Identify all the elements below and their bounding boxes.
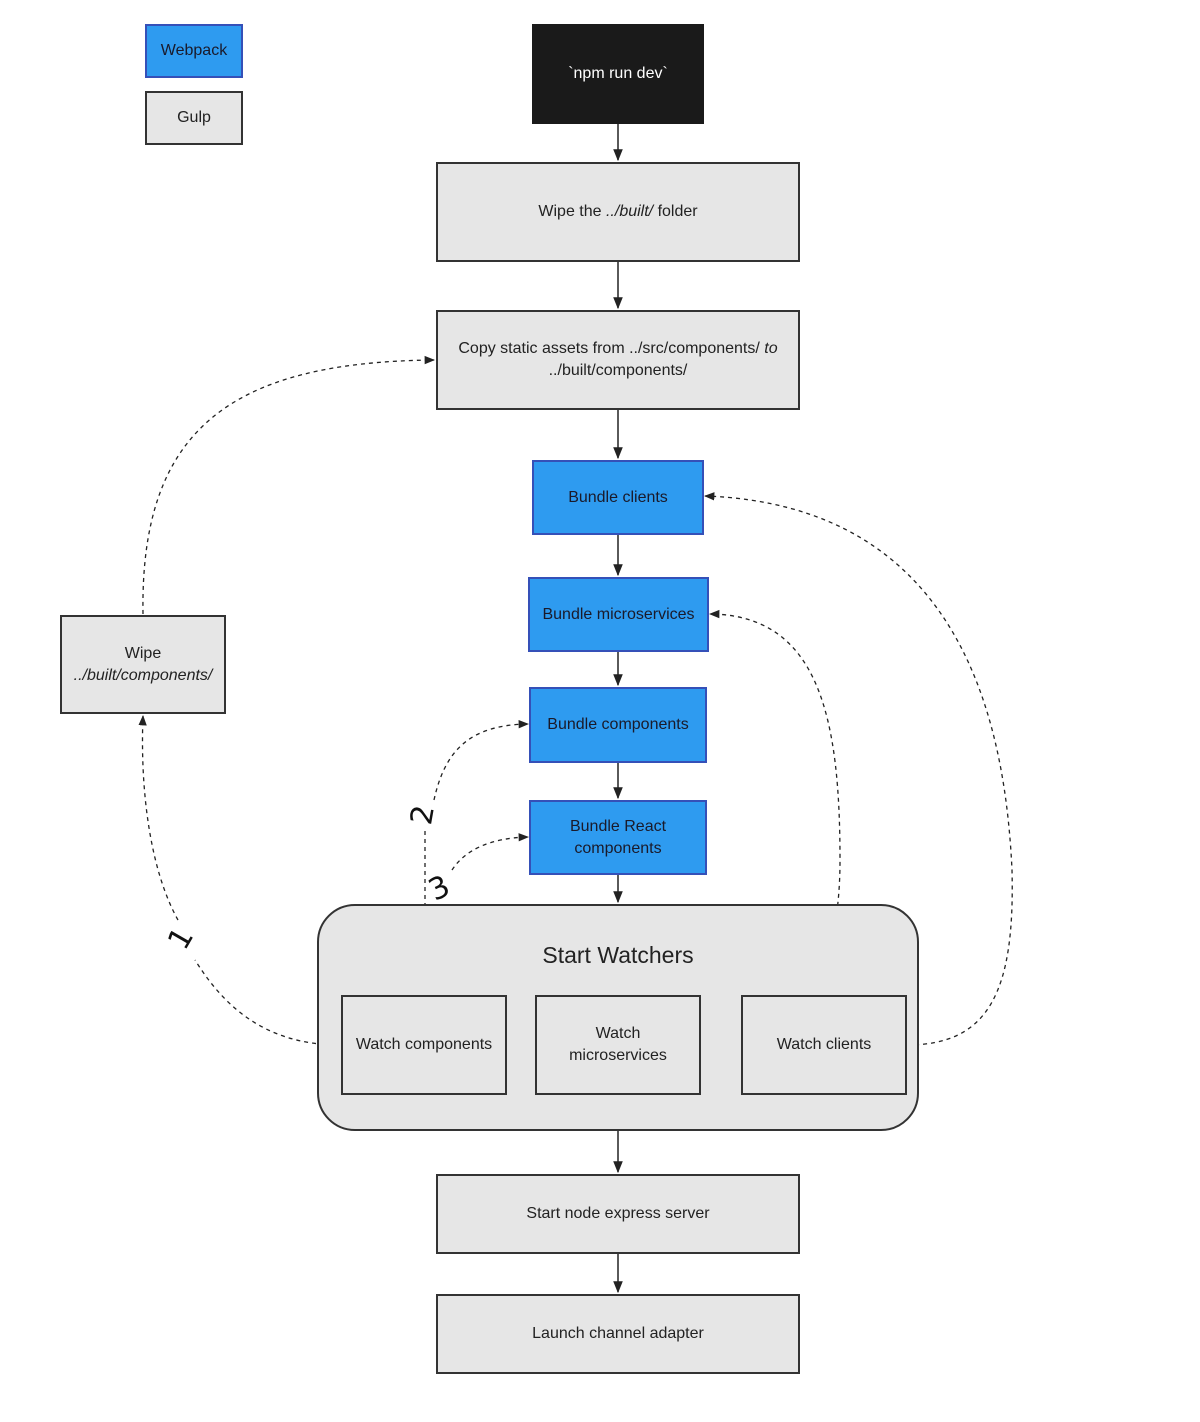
- watch-components-node: Watch components: [341, 995, 507, 1095]
- wipe-built-node: Wipe the ../built/ folder: [436, 162, 800, 262]
- npm-run-dev-label: `npm run dev`: [568, 65, 668, 82]
- wipe-built-suffix: folder: [653, 203, 698, 220]
- legend-gulp: Gulp: [145, 91, 243, 145]
- copy-line1-to: to: [764, 340, 778, 357]
- copy-line2: ../built/components/: [548, 362, 688, 379]
- copy-static-assets-node: Copy static assets from ../src/component…: [436, 310, 800, 410]
- start-server-node: Start node express server: [436, 1174, 800, 1254]
- loop-watch-clients-to-bundle-clients: [703, 492, 1013, 1046]
- loop-watch-components-to-wipe: [142, 716, 341, 1046]
- copy-line1-prefix: Copy static assets from ../src/component…: [458, 340, 765, 357]
- copy-static-assets-label: Copy static assets from ../src/component…: [458, 338, 777, 382]
- bundle-clients-label: Bundle clients: [568, 488, 668, 506]
- bundle-react-line1: Bundle React: [569, 817, 667, 835]
- watch-clients-node: Watch clients: [741, 995, 907, 1095]
- wipe-built-prefix: Wipe the: [538, 203, 606, 220]
- wipe-components-line2: ../built/components/: [73, 666, 213, 684]
- start-server-label: Start node express server: [526, 1205, 710, 1222]
- watch-microservices-label: Watch microservices: [569, 1025, 667, 1064]
- bundle-clients-node: Bundle clients: [532, 460, 704, 535]
- bundle-react-components-node: Bundle React components: [529, 800, 707, 875]
- watch-clients-label: Watch clients: [776, 1036, 872, 1053]
- wipe-built-components-node: Wipe ../built/components/: [60, 615, 226, 714]
- launch-adapter-node: Launch channel adapter: [436, 1294, 800, 1374]
- npm-run-dev-node: `npm run dev`: [532, 24, 704, 124]
- bundle-microservices-label: Bundle microservices: [542, 605, 695, 623]
- legend-webpack: Webpack: [145, 24, 243, 78]
- launch-adapter-label: Launch channel adapter: [532, 1325, 704, 1342]
- legend-webpack-label: Webpack: [160, 42, 228, 59]
- legend-gulp-label: Gulp: [177, 109, 211, 126]
- bundle-microservices-node: Bundle microservices: [528, 577, 709, 652]
- wipe-built-label: Wipe the ../built/ folder: [538, 201, 697, 223]
- watch-microservices-node: Watch microservices: [535, 995, 701, 1095]
- watch-components-label: Watch components: [355, 1036, 493, 1053]
- start-watchers-title: Start Watchers: [542, 942, 694, 968]
- bundle-components-label: Bundle components: [547, 716, 689, 733]
- bundle-components-node: Bundle components: [529, 687, 707, 763]
- bundle-react-line2: components: [574, 839, 662, 857]
- wipe-built-path: ../built/: [605, 203, 654, 220]
- loop-wipe-to-copy: [142, 355, 436, 615]
- bundle-react-components-label: Bundle React components: [570, 816, 666, 860]
- wipe-components-line1: Wipe: [124, 644, 162, 662]
- wipe-built-components-label: Wipe ../built/components/: [74, 643, 213, 687]
